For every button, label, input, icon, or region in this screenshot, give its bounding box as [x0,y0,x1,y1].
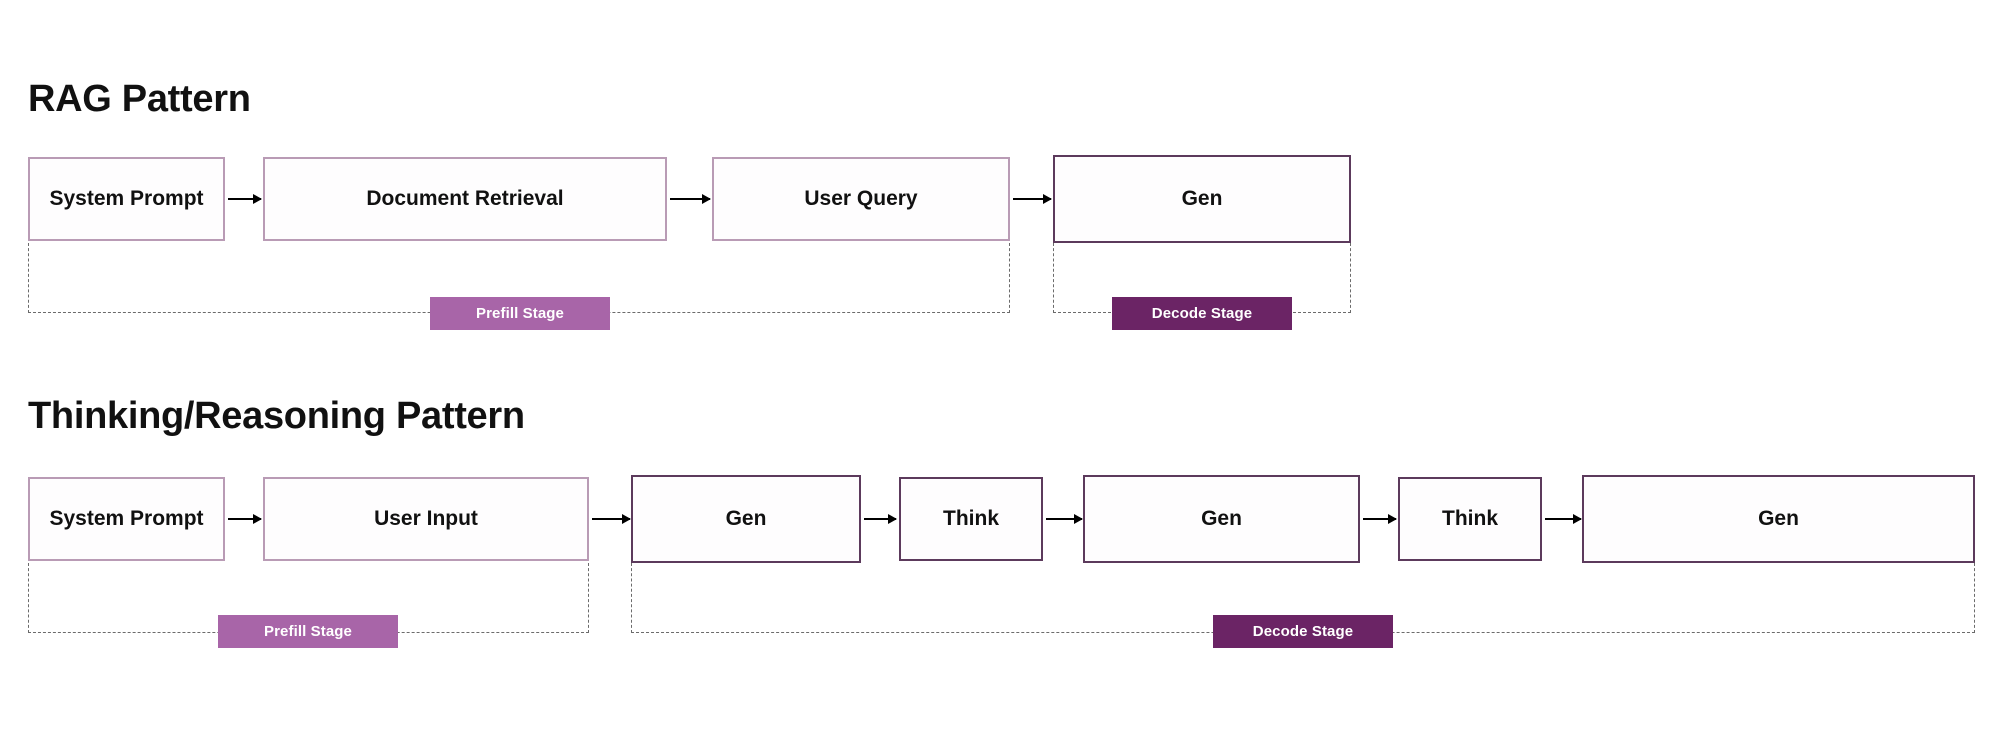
section-title-rag: RAG Pattern [28,78,251,120]
badge-prefill-stage-rag: Prefill Stage [430,297,610,330]
badge-decode-stage-rag: Decode Stage [1112,297,1292,330]
node-user-query-rag[interactable]: User Query [712,157,1010,241]
arrow-icon-thinking-5 [1363,514,1397,524]
node-user-input-thinking[interactable]: User Input [263,477,589,561]
node-think-thinking-2[interactable]: Think [1398,477,1542,561]
badge-decode-stage-thinking: Decode Stage [1213,615,1393,648]
arrow-icon-thinking-4 [1046,514,1083,524]
section-title-thinking: Thinking/Reasoning Pattern [28,395,525,437]
arrow-icon-rag-2 [670,194,711,204]
node-gen-rag[interactable]: Gen [1053,155,1351,243]
node-gen-thinking-3[interactable]: Gen [1582,475,1975,563]
badge-prefill-stage-thinking: Prefill Stage [218,615,398,648]
node-gen-thinking-2[interactable]: Gen [1083,475,1360,563]
arrow-icon-thinking-3 [864,514,897,524]
node-system-prompt-rag[interactable]: System Prompt [28,157,225,241]
arrow-icon-thinking-2 [592,514,631,524]
node-gen-thinking-1[interactable]: Gen [631,475,861,563]
node-think-thinking-1[interactable]: Think [899,477,1043,561]
arrow-icon-thinking-6 [1545,514,1582,524]
arrow-icon-rag-1 [228,194,262,204]
arrow-icon-thinking-1 [228,514,262,524]
node-system-prompt-thinking[interactable]: System Prompt [28,477,225,561]
node-document-retrieval-rag[interactable]: Document Retrieval [263,157,667,241]
arrow-icon-rag-3 [1013,194,1052,204]
